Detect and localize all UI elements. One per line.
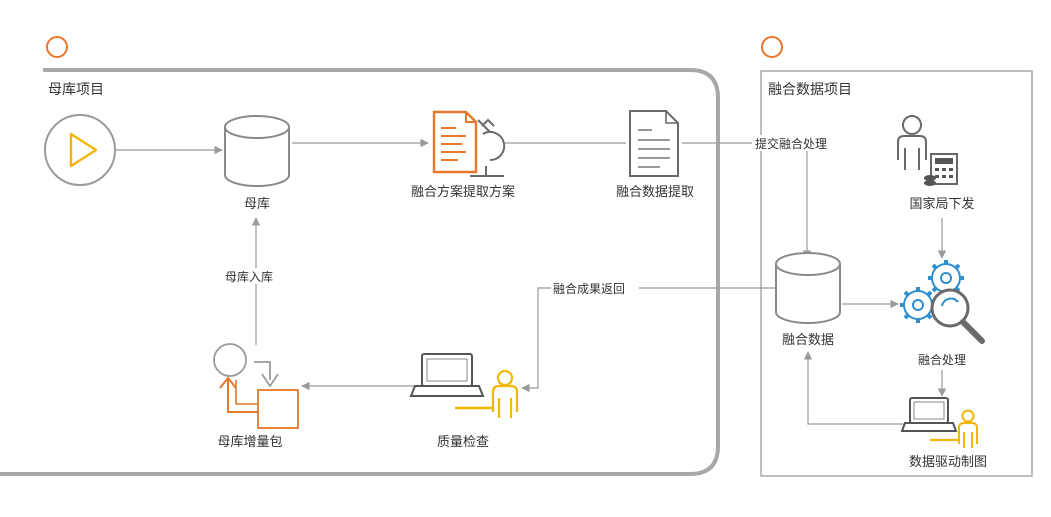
fusion-process-node: 融合处理 xyxy=(900,260,985,367)
edge-fusion-return xyxy=(521,287,776,393)
edge-label-bg xyxy=(551,280,639,296)
right-panel-title: 融合数据项目 xyxy=(768,82,852,98)
edge-drive-to-fusiondata xyxy=(803,351,904,425)
edge-label-bg xyxy=(222,268,288,284)
increment-package-label: 母库增量包 xyxy=(217,434,282,450)
quality-check-label: 质量检查 xyxy=(437,435,489,450)
national-bureau-node: 国家局下发 xyxy=(897,115,975,212)
play-icon xyxy=(44,114,116,186)
laptop-user-icon xyxy=(900,397,978,448)
gears-magnifier-icon xyxy=(900,260,985,344)
right-panel-marker xyxy=(761,36,783,58)
fusion-process-label: 融合处理 xyxy=(918,352,966,367)
mother-db-node: 母库 xyxy=(224,115,290,212)
fusion-extract-node: 融合数据提取 xyxy=(616,110,694,200)
left-panel-marker xyxy=(46,36,68,58)
right-panel-frame xyxy=(760,70,1033,477)
edge-label-fusion-return: 融合成果返回 xyxy=(553,281,625,296)
left-panel-title: 母库项目 xyxy=(48,82,104,98)
data-drive-label: 数据驱动制图 xyxy=(909,455,987,470)
national-bureau-label: 国家局下发 xyxy=(909,196,974,212)
data-drive-node: 数据驱动制图 xyxy=(900,397,987,470)
edge-label-mother-import: 母库入库 xyxy=(225,269,273,284)
edge-label-submit-fusion: 提交融合处理 xyxy=(755,136,827,151)
database-icon xyxy=(775,252,841,324)
quality-check-node: 质量检查 xyxy=(409,353,519,450)
database-icon xyxy=(224,115,290,187)
edge-label-bg xyxy=(752,135,838,151)
fusion-plan-label: 融合方案提取方案 xyxy=(411,184,515,200)
fusion-data-node: 融合数据 xyxy=(775,252,841,348)
laptop-user-icon xyxy=(409,353,519,418)
document-icon xyxy=(629,110,679,177)
increment-package-node: 母库增量包 xyxy=(213,343,299,450)
document-microscope-icon xyxy=(432,110,506,177)
mother-db-label: 母库 xyxy=(244,196,270,212)
edge-submit-fusion xyxy=(682,142,812,259)
fusion-extract-label: 融合数据提取 xyxy=(616,184,694,200)
increment-package-icon xyxy=(213,343,299,429)
left-panel-frame xyxy=(0,68,720,476)
fusion-plan-node: 融合方案提取方案 xyxy=(411,110,515,200)
person-calculator-icon xyxy=(897,115,958,186)
fusion-data-label: 融合数据 xyxy=(782,333,834,348)
